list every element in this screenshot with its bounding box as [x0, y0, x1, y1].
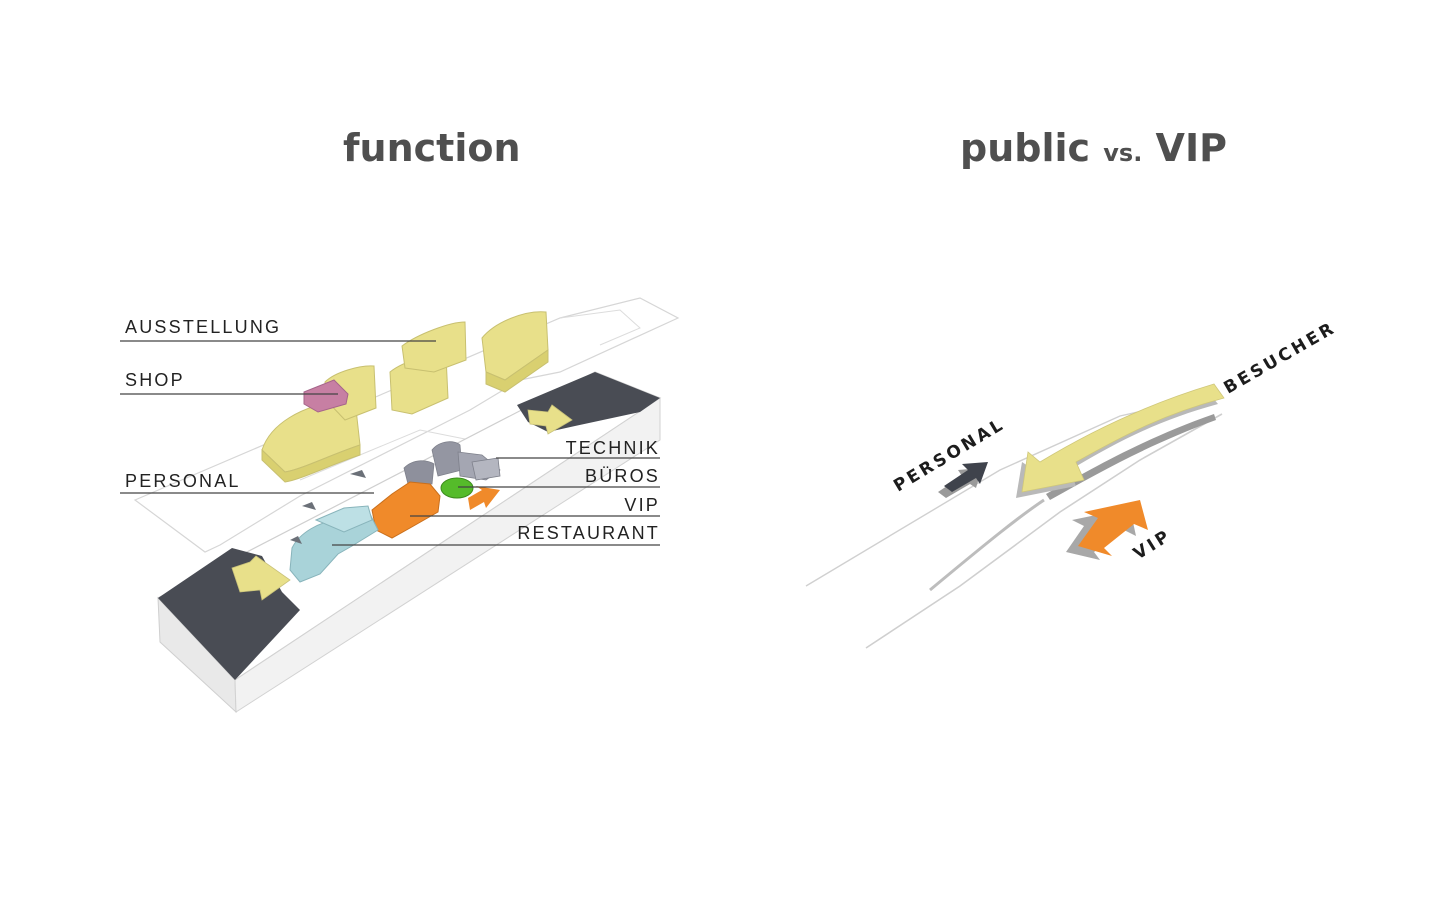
- title-vip: VIP: [1155, 126, 1227, 170]
- shop-volume: [303, 379, 349, 413]
- besucher-arrow: [1021, 383, 1225, 493]
- function-diagram: AUSSTELLUNG SHOP PERSONAL TECHNIK BÜROS …: [120, 297, 680, 714]
- leader-lines: [120, 340, 660, 546]
- entry-arrow-left: [231, 555, 291, 601]
- vip-arrow: [468, 486, 500, 510]
- vip-flow-arrow: [1078, 500, 1148, 556]
- flow-curve-shadow: [929, 498, 1045, 592]
- label-personal: PERSONAL: [125, 471, 241, 491]
- personal-flow-arrow: [944, 462, 988, 492]
- entry-arrow-right: [527, 404, 573, 435]
- public-vs-vip-title: public vs. VIP: [960, 126, 1227, 170]
- personal-arrow-3: [290, 536, 302, 544]
- personal-arrow-1: [350, 470, 366, 478]
- green-courtyard: [440, 477, 474, 499]
- flow-label-besucher: BESUCHER: [1221, 318, 1340, 398]
- ausstellung-volumes: [261, 311, 549, 483]
- label-ausstellung: AUSSTELLUNG: [125, 317, 281, 337]
- label-vip: VIP: [624, 495, 660, 515]
- personal-arrow-2: [302, 502, 316, 510]
- title-public: public: [960, 126, 1091, 170]
- restaurant-volume-2: [314, 505, 373, 533]
- label-technik: TECHNIK: [566, 438, 660, 458]
- label-shop: SHOP: [125, 370, 185, 390]
- box-front-face: [234, 397, 661, 713]
- vip-volume: [371, 481, 441, 539]
- title-vs: vs.: [1103, 139, 1143, 167]
- flow-label-vip: VIP: [1130, 526, 1175, 565]
- technik-volumes: [403, 441, 501, 485]
- label-restaurant: RESTAURANT: [517, 523, 660, 543]
- flow-outline-lower: [865, 413, 1223, 649]
- label-bueros: BÜROS: [585, 466, 660, 486]
- plaza-outline-inner: [299, 309, 641, 481]
- flow-diagram: PERSONAL BESUCHER VIP: [805, 318, 1340, 649]
- flow-curve: [1046, 414, 1216, 500]
- function-title: function: [343, 126, 521, 170]
